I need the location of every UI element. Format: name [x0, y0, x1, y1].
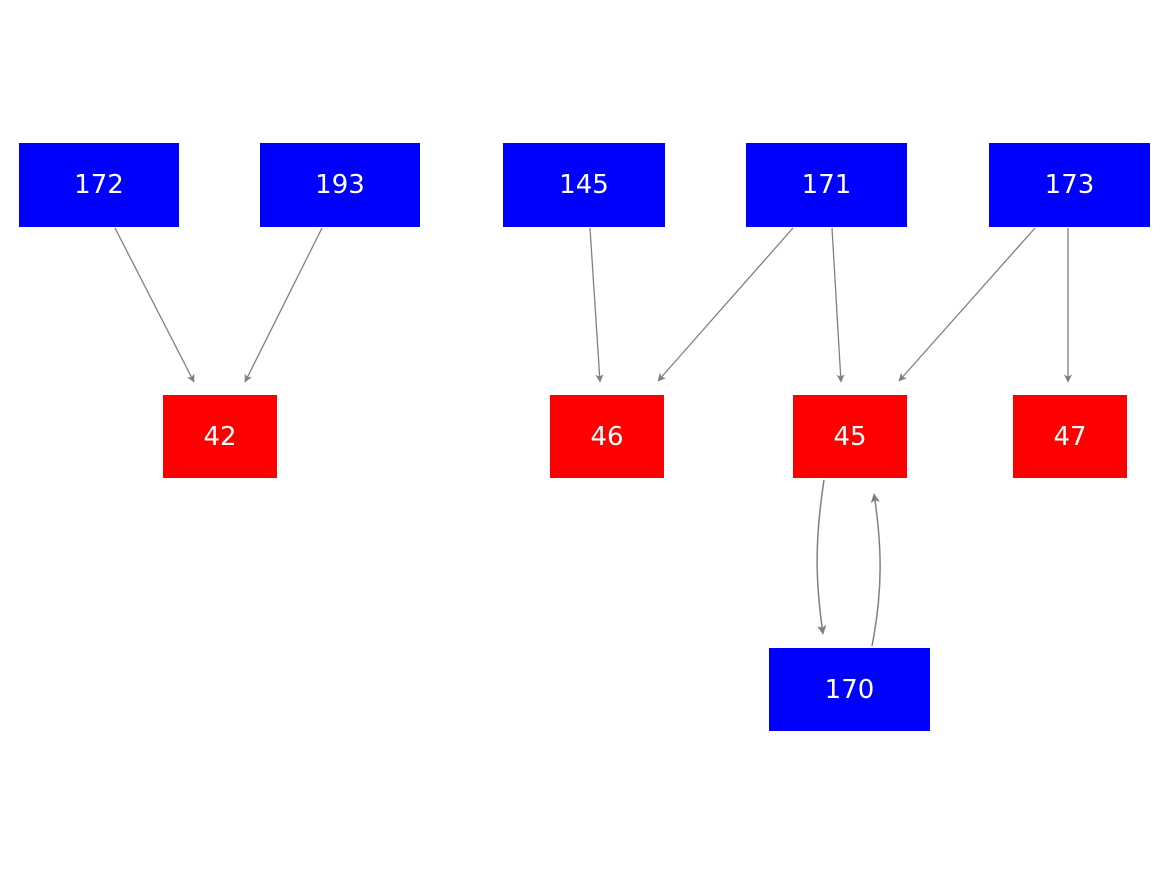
- graph-edge-170-to-45: [870, 493, 881, 647]
- graph-node-label: 47: [1053, 421, 1087, 452]
- graph-node-label: 171: [801, 170, 852, 200]
- graph-edge-172-to-42: [114, 227, 195, 383]
- graph-edge-45-to-170: [816, 479, 827, 635]
- graph-node-label: 145: [559, 170, 609, 200]
- graph-node-171[interactable]: 171: [746, 143, 907, 227]
- graph-node-label: 170: [824, 674, 875, 705]
- graph-node-172[interactable]: 172: [19, 143, 179, 227]
- graph-edge-171-to-46: [657, 227, 794, 382]
- graph-node-label: 193: [315, 170, 365, 200]
- graph-edge-145-to-46: [589, 227, 604, 383]
- graph-node-label: 45: [833, 421, 867, 452]
- graph-edge-193-to-42: [244, 227, 323, 383]
- graph-node-42[interactable]: 42: [163, 395, 277, 478]
- graph-node-label: 173: [1044, 170, 1095, 200]
- graph-node-47[interactable]: 47: [1013, 395, 1127, 478]
- graph-node-46[interactable]: 46: [550, 395, 664, 478]
- graph-node-label: 42: [203, 421, 237, 452]
- graph-node-label: 46: [590, 421, 624, 452]
- graph-node-145[interactable]: 145: [503, 143, 665, 227]
- graph-node-label: 172: [74, 170, 124, 200]
- graph-node-193[interactable]: 193: [260, 143, 420, 227]
- graph-node-173[interactable]: 173: [989, 143, 1150, 227]
- graph-node-45[interactable]: 45: [793, 395, 907, 478]
- graph-edge-173-to-45: [898, 227, 1036, 382]
- graph-edge-171-to-45: [831, 227, 845, 383]
- graph-node-170[interactable]: 170: [769, 648, 930, 731]
